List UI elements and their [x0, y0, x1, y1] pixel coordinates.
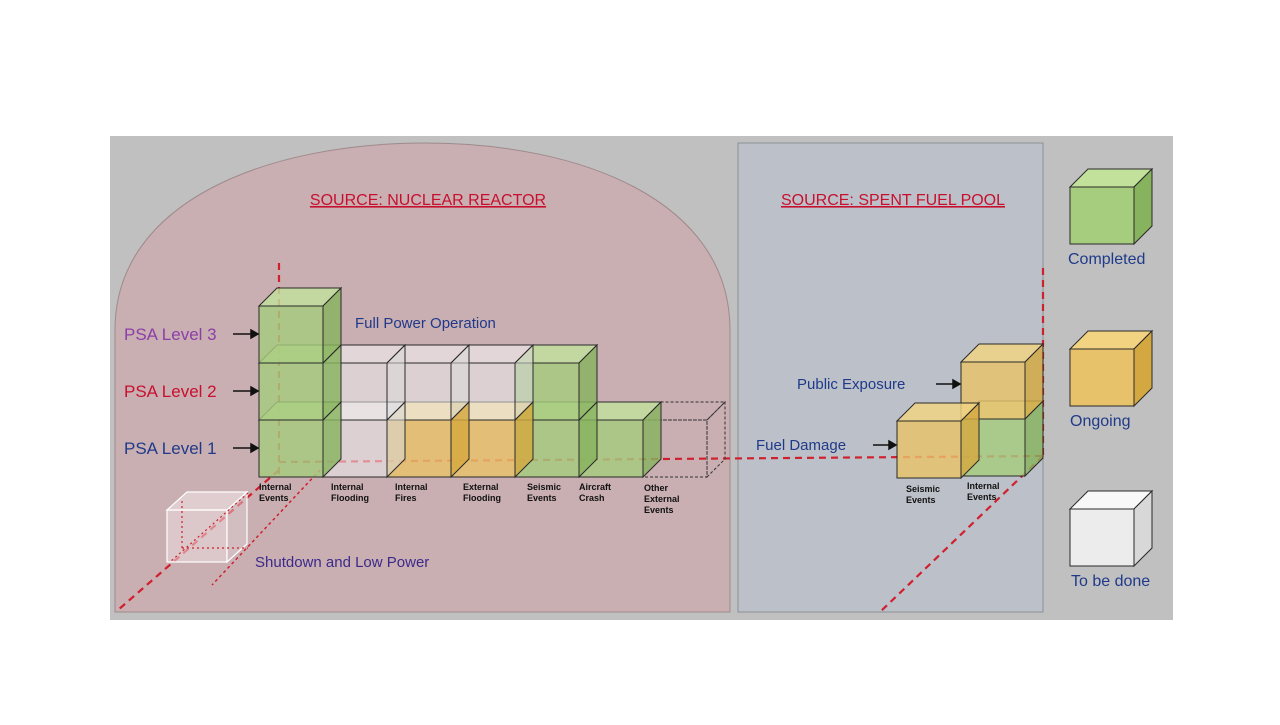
- reactor-category-labels: Internal Events Internal Flooding Intern…: [259, 482, 682, 515]
- reactor-cube-col1-level-3-front: [258, 305, 324, 364]
- psa-levels: PSA Level 3 PSA Level 2 PSA Level 1: [124, 325, 217, 458]
- legend-ongoing-cube: [1068, 329, 1154, 408]
- legend-todo-cube-side: [1133, 489, 1153, 568]
- reactor-cube-col1-level-3-side: [322, 286, 342, 365]
- category-seismic-events-line1: Seismic: [527, 482, 561, 492]
- shutdown-axis: [211, 469, 321, 586]
- shutdown-cube-side: [226, 490, 248, 564]
- reactor-cube-col3-level-2: [385, 343, 471, 422]
- category-other-external-events-line2: External: [644, 494, 680, 504]
- legend-todo-cube: [1068, 489, 1154, 568]
- reactor-cube-col1-level-1-front: [258, 419, 324, 478]
- level-1-arrowhead: [250, 442, 260, 454]
- legend: [1068, 167, 1154, 568]
- pool-category-labels: Seismic Events Internal Events: [906, 481, 1002, 505]
- pool-cube-col1-fuel-damage: [895, 401, 981, 480]
- category-external-flooding-line1: External: [463, 482, 499, 492]
- category-internal-events-line1: Internal: [259, 482, 292, 492]
- pool-category-seismic-events: Seismic Events: [906, 484, 943, 505]
- category-aircraft-crash-line2: Crash: [579, 493, 605, 503]
- shutdown-low-power-label: Shutdown and Low Power: [255, 554, 429, 571]
- public-exposure-arrow: [936, 378, 962, 390]
- category-internal-flooding-line2: Flooding: [331, 493, 369, 503]
- legend-todo-cube-front: [1069, 508, 1135, 567]
- category-seismic-events-line2: Events: [527, 493, 557, 503]
- fuel-damage-arrow: [873, 439, 898, 451]
- level-3-arrowhead: [250, 328, 260, 340]
- pool-category-internal-events: Internal Events: [967, 481, 1002, 502]
- level-arrows: [233, 328, 260, 454]
- reactor-cube-col5-level-2-side: [578, 343, 598, 422]
- reactor-cube-col4-level-2-side: [514, 343, 534, 422]
- reactor-cube-col1-level-3: [257, 286, 343, 365]
- pool-cube-col1-fuel-damage-side: [960, 401, 980, 480]
- psa-level-3-label: PSA Level 3: [124, 325, 217, 344]
- reactor-cube-col6-level-1-side: [642, 400, 662, 479]
- reactor-cubes: [257, 286, 727, 479]
- legend-completed-cube: [1068, 167, 1154, 246]
- pool-cube-col2-public-exposure: [959, 342, 1045, 421]
- shutdown-cube: [165, 490, 249, 564]
- category-internal-fires-line2: Fires: [395, 493, 417, 503]
- category-internal-flooding: Internal Flooding: [331, 482, 369, 503]
- pool-category-internal-events-line2: Events: [967, 492, 997, 502]
- full-power-operation-label: Full Power Operation: [355, 315, 496, 332]
- pool-category-seismic-events-line1: Seismic: [906, 484, 940, 494]
- category-internal-fires: Internal Fires: [395, 482, 430, 503]
- reactor-cube-col3-level-2-side: [450, 343, 470, 422]
- pool-cubes: [895, 342, 1045, 480]
- category-external-flooding-line2: Flooding: [463, 493, 501, 503]
- category-aircraft-crash: Aircraft Crash: [579, 482, 614, 503]
- reactor-title: SOURCE: NUCLEAR REACTOR: [310, 192, 546, 209]
- legend-completed-cube-front: [1069, 186, 1135, 245]
- psa-level-2-label: PSA Level 2: [124, 382, 217, 401]
- category-internal-fires-line1: Internal: [395, 482, 428, 492]
- fuel-damage-arrowhead: [888, 439, 898, 451]
- public-exposure-label: Public Exposure: [797, 376, 905, 393]
- reactor-cube-col2-level-2-side: [386, 343, 406, 422]
- reactor-cube-col7-level-1-side: [706, 400, 726, 479]
- category-internal-events: Internal Events: [259, 482, 294, 503]
- category-internal-events-line2: Events: [259, 493, 289, 503]
- category-external-flooding: External Flooding: [463, 482, 501, 503]
- pool-cube-col2-public-exposure-side: [1024, 342, 1044, 421]
- category-seismic-events: Seismic Events: [527, 482, 564, 503]
- category-other-external-events-line1: Other: [644, 483, 669, 493]
- pool-category-internal-events-line1: Internal: [967, 481, 1000, 491]
- shutdown-cube-front: [166, 509, 228, 563]
- legend-ongoing-cube-side: [1133, 329, 1153, 408]
- category-aircraft-crash-line1: Aircraft: [579, 482, 611, 492]
- legend-ongoing-cube-front: [1069, 348, 1135, 407]
- pool-depth-axis: [879, 455, 1044, 613]
- legend-ongoing-label: Ongoing: [1070, 413, 1131, 430]
- category-other-external-events-line3: Events: [644, 505, 674, 515]
- pool-cube-col1-fuel-damage-front: [896, 420, 962, 479]
- shutdown-inner-d: [169, 492, 249, 563]
- pool-title: SOURCE: SPENT FUEL POOL: [781, 192, 1005, 209]
- pool-category-seismic-events-line2: Events: [906, 495, 936, 505]
- legend-todo-label: To be done: [1071, 573, 1150, 590]
- fuel-damage-label: Fuel Damage: [756, 437, 846, 454]
- category-other-external-events: Other External Events: [644, 483, 682, 515]
- level-2-arrowhead: [250, 385, 260, 397]
- legend-completed-label: Completed: [1068, 251, 1145, 268]
- psa-level-1-label: PSA Level 1: [124, 439, 217, 458]
- reactor-cube-col1-level-2-front: [258, 362, 324, 421]
- category-internal-flooding-line1: Internal: [331, 482, 364, 492]
- public-exposure-arrowhead: [952, 378, 962, 390]
- legend-completed-cube-side: [1133, 167, 1153, 246]
